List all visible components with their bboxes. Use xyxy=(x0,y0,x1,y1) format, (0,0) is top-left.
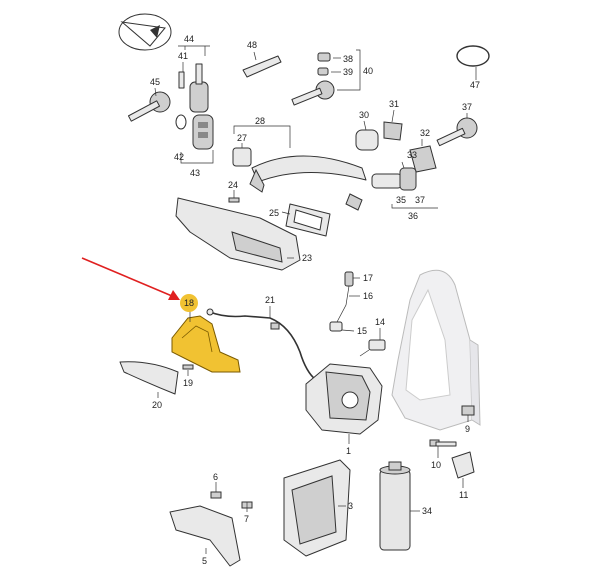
callout-47: 47 xyxy=(470,80,480,90)
screw-24 xyxy=(228,197,240,203)
direction-logo-icon xyxy=(118,13,172,51)
ring-42 xyxy=(175,114,187,130)
callout-9: 9 xyxy=(465,424,470,434)
callout-15: 15 xyxy=(357,326,367,336)
lock-cylinder-33 xyxy=(371,167,417,191)
bolt-9 xyxy=(461,405,475,416)
callout-23: 23 xyxy=(302,253,312,263)
remote-fob-44 xyxy=(189,63,209,113)
callout-43: 43 xyxy=(190,168,200,178)
callout-27: 27 xyxy=(237,133,247,143)
door-frame xyxy=(391,269,481,431)
screw-19 xyxy=(182,364,194,370)
callout-35: 35 xyxy=(396,195,406,205)
mechanism-3 xyxy=(283,459,351,557)
callout-14: 14 xyxy=(375,317,385,327)
key-37 xyxy=(436,117,478,147)
remote-fob-43 xyxy=(192,114,214,150)
callout-32: 32 xyxy=(420,128,430,138)
handle-carrier-23 xyxy=(175,197,301,271)
callout-19: 19 xyxy=(183,378,193,388)
key-45 xyxy=(127,91,171,122)
callout-42: 42 xyxy=(174,152,184,162)
callout-36: 36 xyxy=(408,211,418,221)
callout-38: 38 xyxy=(343,54,353,64)
callout-3: 3 xyxy=(348,501,353,511)
bracket-5 xyxy=(169,505,241,567)
lock-actuator-1 xyxy=(305,363,383,435)
callout-45: 45 xyxy=(150,77,160,87)
callout-18: 18 xyxy=(184,298,194,308)
callout-30: 30 xyxy=(359,110,369,120)
outer-handle-28 xyxy=(249,155,367,211)
connector-14 xyxy=(359,339,386,357)
highlight-badge xyxy=(180,294,198,312)
callout-11: 11 xyxy=(459,490,468,500)
callout-7: 7 xyxy=(244,514,249,524)
callout-44: 44 xyxy=(184,34,194,44)
lock-parts-30-31 xyxy=(355,121,403,151)
callout-6: 6 xyxy=(213,472,218,482)
callout-39: 39 xyxy=(343,67,353,77)
clip-41 xyxy=(178,71,185,89)
callout-25: 25 xyxy=(269,208,279,218)
cap-32 xyxy=(409,145,437,173)
key-38-39 xyxy=(291,52,335,106)
callout-37-top: 37 xyxy=(462,102,472,112)
gasket-25 xyxy=(285,203,331,237)
callout-16: 16 xyxy=(363,291,373,301)
screws-6-7 xyxy=(210,491,253,509)
seal-ring-47 xyxy=(456,45,490,67)
callout-20: 20 xyxy=(152,400,162,410)
leader-lines xyxy=(154,45,477,554)
callout-1: 1 xyxy=(346,446,351,456)
lubricant-can-34 xyxy=(379,461,411,551)
cable-21 xyxy=(206,308,317,381)
callout-5: 5 xyxy=(202,556,207,566)
callout-37-bottom: 37 xyxy=(415,195,425,205)
callout-24: 24 xyxy=(228,180,238,190)
callout-10: 10 xyxy=(431,460,441,470)
callout-40: 40 xyxy=(363,66,373,76)
callout-41: 41 xyxy=(178,51,188,61)
bolt-10 xyxy=(429,439,457,447)
key-blank-48 xyxy=(242,55,282,78)
callout-48: 48 xyxy=(247,40,257,50)
cover-18-highlighted xyxy=(171,315,241,373)
callout-34: 34 xyxy=(422,506,432,516)
callout-17: 17 xyxy=(363,273,373,283)
striker-11 xyxy=(451,451,475,479)
callout-33: 33 xyxy=(407,150,417,160)
pointer-arrow xyxy=(81,257,180,300)
callout-31: 31 xyxy=(389,99,399,109)
callout-28: 28 xyxy=(255,116,265,126)
bracket-27 xyxy=(232,147,252,167)
callout-labels: 44 41 45 42 43 48 38 39 40 47 30 31 37 3… xyxy=(150,34,480,566)
rod-linkage-15-17 xyxy=(329,271,354,332)
callout-21: 21 xyxy=(265,295,275,305)
inner-handle-20 xyxy=(119,361,179,395)
